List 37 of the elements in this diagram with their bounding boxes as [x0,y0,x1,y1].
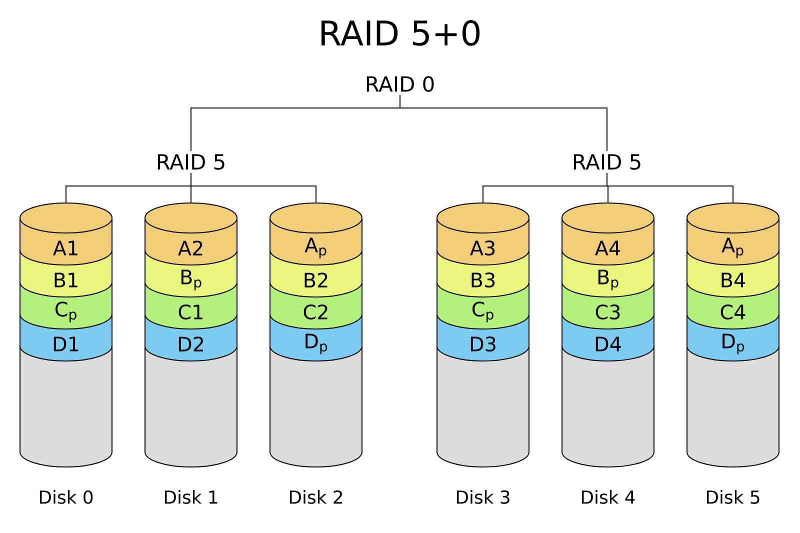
stripe-label: B$_{p}$ [181,270,202,290]
stripe-label: C4 [720,304,746,320]
disk-label: Disk 4 [582,490,635,504]
connector-line [190,172,316,204]
title: RAID 5+0 [322,20,480,46]
stripe-label: B$_{p}$ [598,270,618,290]
stripe-label: D1 [54,336,78,352]
connector-line [606,172,734,204]
stripe-label: A2 [178,240,202,256]
group-label: RAID 5 [574,154,640,170]
stripe-label: C$_{p}$ [56,302,76,322]
group-label: RAID 5 [158,154,224,170]
stripe-label: A$_{p}$ [722,238,744,258]
disk-label: Disk 2 [290,490,342,504]
stripe-label: C2 [304,304,328,320]
group-label: RAID 0 [366,76,434,92]
stripe-label: D2 [178,336,204,352]
stripe-label: B3 [472,272,495,288]
connector-line [400,94,608,152]
stripe-label: B2 [304,272,328,288]
stripe-label: A1 [53,240,78,256]
stripe-label: A4 [595,240,620,256]
disk-label: Disk 3 [456,490,510,504]
stripe-label: C$_{p}$ [472,302,494,322]
stripe-label: B1 [54,272,78,288]
disk-label: Disk 1 [164,490,218,504]
stripe-label: C1 [178,304,202,320]
disk-label: Disk 5 [706,490,760,504]
disk-label: Disk 0 [40,490,93,504]
stripe-label: B4 [722,272,746,288]
stripe-label: D$_{p}$ [722,334,744,354]
stripe-label: D3 [470,336,496,352]
stripe-label: C3 [596,304,620,320]
stripe-label: D4 [596,336,621,352]
stripe-label: A3 [470,240,495,256]
stripe-label: A$_{p}$ [304,238,326,258]
stripe-label: D$_{p}$ [306,334,328,354]
